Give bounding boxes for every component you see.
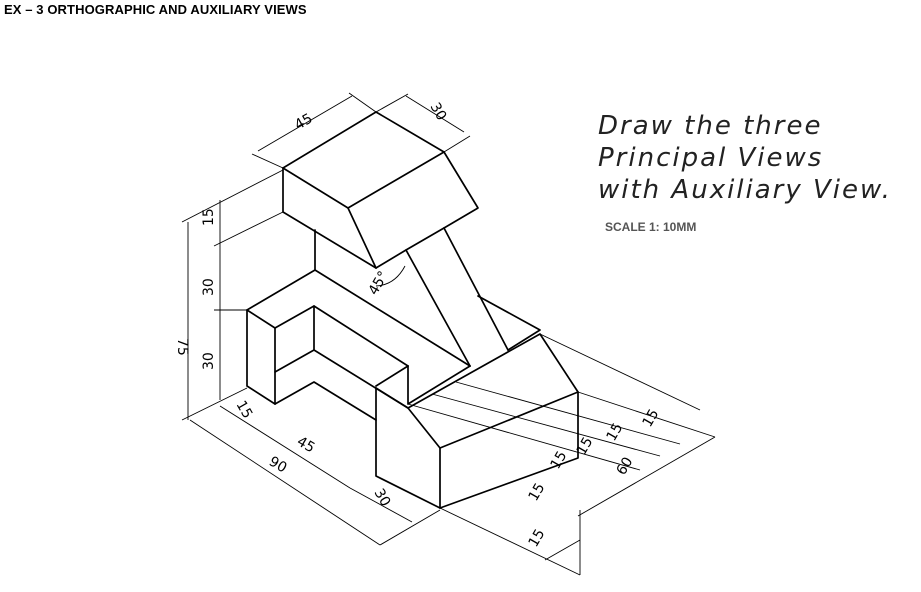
dim-step-a: 15 <box>526 481 549 504</box>
dim-base-slot: 45 <box>294 434 317 457</box>
inclined-arm <box>314 227 541 367</box>
instruction-text: Draw the three Principal Views with Auxi… <box>598 110 892 206</box>
dim-step-c: 15 <box>548 449 571 472</box>
dim-height-top: 15 <box>201 208 217 226</box>
dim-height-total: 75 <box>174 338 190 356</box>
dim-angle: 45° <box>366 268 392 298</box>
dim-height-mid: 30 <box>201 278 217 296</box>
dim-step-d: 15 <box>574 435 597 458</box>
dim-base-right: 30 <box>371 486 394 509</box>
dim-step-f: 15 <box>640 407 663 430</box>
dim-top-depth: 30 <box>427 100 450 123</box>
dim-step-b: 15 <box>526 527 549 550</box>
dim-height-base: 30 <box>201 352 217 370</box>
dim-step-e: 15 <box>604 421 627 444</box>
top-block <box>282 111 479 269</box>
left-base-block <box>246 269 471 421</box>
right-base-block <box>375 333 579 509</box>
instruction-line-1: Draw the three <box>598 111 823 141</box>
dim-base-left: 15 <box>233 398 256 421</box>
dim-top-width: 45 <box>292 111 315 134</box>
dimension-lines <box>181 92 716 576</box>
dim-depth-total: 60 <box>614 455 637 478</box>
instruction-line-2: Principal Views <box>598 143 824 173</box>
page-title: EX – 3 ORTHOGRAPHIC AND AUXILIARY VIEWS <box>4 2 307 17</box>
dim-base-length: 90 <box>266 454 289 477</box>
scale-label: SCALE 1: 10MM <box>605 220 697 234</box>
instruction-line-3: with Auxiliary View. <box>598 175 892 205</box>
